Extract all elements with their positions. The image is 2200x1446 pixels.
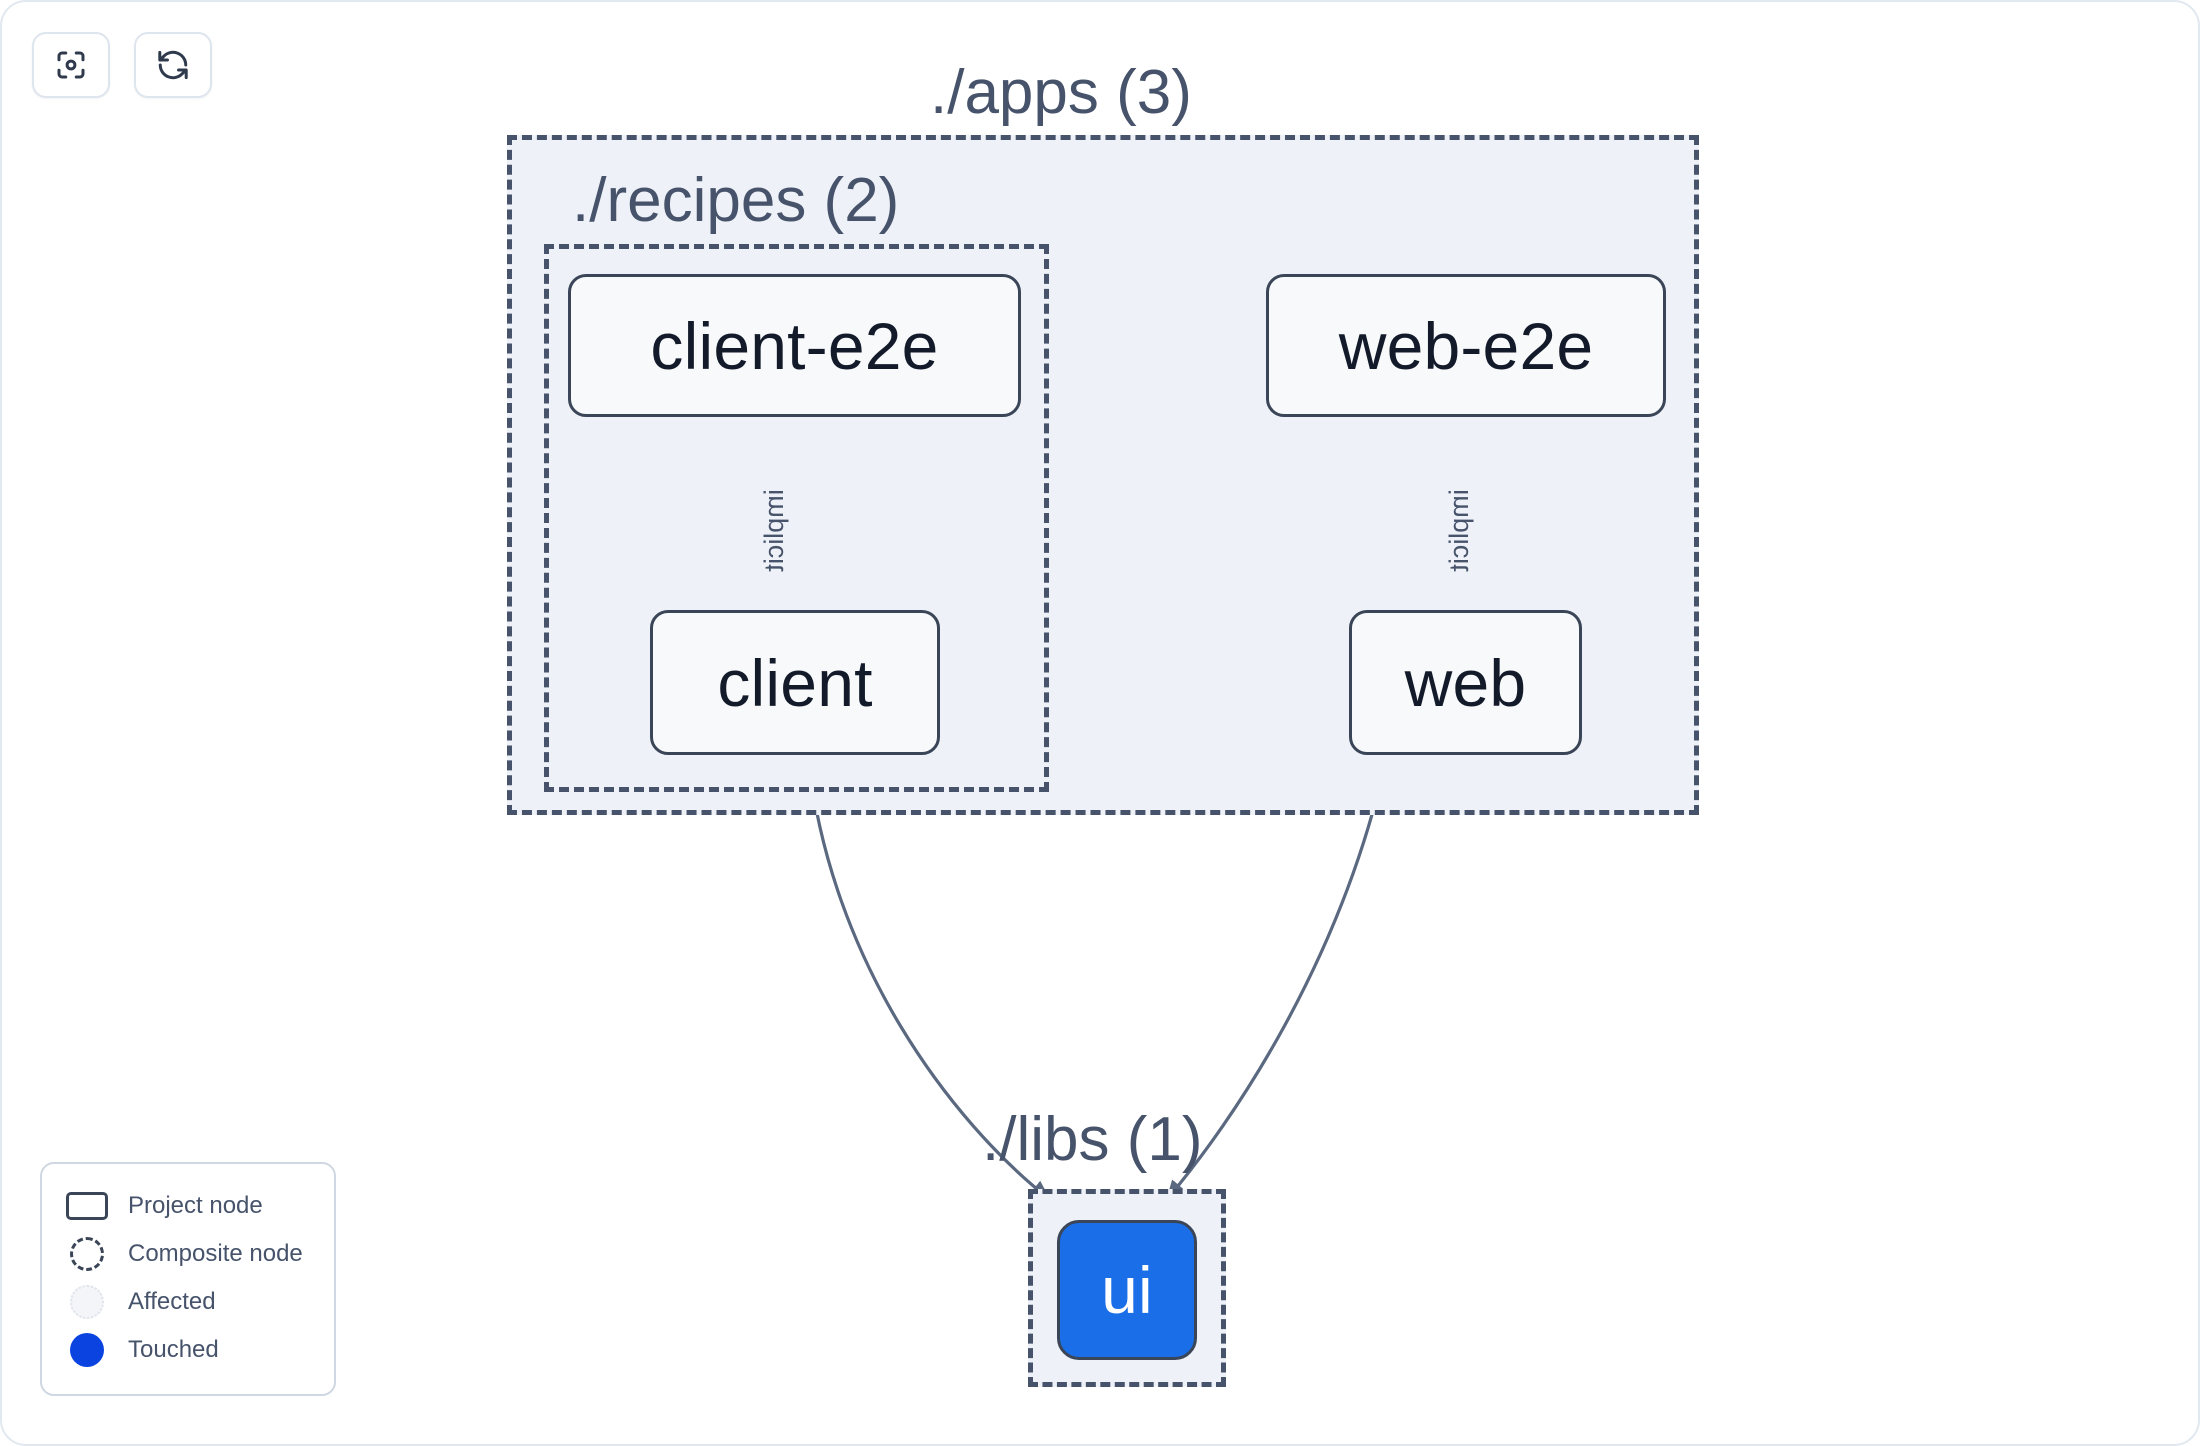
affected-swatch — [64, 1285, 110, 1319]
refresh-button[interactable] — [134, 32, 212, 98]
focus-target-button[interactable] — [32, 32, 110, 98]
legend-label-project-node: Project node — [128, 1192, 263, 1219]
legend-label-composite-node: Composite node — [128, 1240, 303, 1267]
legend-item-project-node: Project node — [64, 1182, 314, 1230]
graph-toolbar — [32, 32, 212, 98]
project-node-web-e2e[interactable]: web-e2e — [1266, 274, 1666, 417]
refresh-icon — [155, 47, 191, 83]
legend-item-affected: Affected — [64, 1278, 314, 1326]
edge-client-to-ui — [806, 754, 1051, 1200]
legend-label-touched: Touched — [128, 1336, 219, 1363]
edge-label-client-e2e-to-client: implicit — [758, 489, 789, 572]
project-node-client[interactable]: client — [650, 610, 940, 755]
touched-swatch — [64, 1333, 110, 1367]
edge-web-to-ui — [1166, 754, 1389, 1201]
project-node-web[interactable]: web — [1349, 610, 1582, 755]
project-node-ui[interactable]: ui — [1057, 1220, 1197, 1360]
legend-item-composite-node: Composite node — [64, 1230, 314, 1278]
project-node-swatch — [64, 1192, 110, 1220]
composite-node-swatch — [64, 1237, 110, 1271]
legend-label-affected: Affected — [128, 1288, 216, 1315]
group-label-apps: ./apps (3) — [930, 58, 1192, 127]
graph-legend: Project node Composite node Affected Tou… — [40, 1162, 336, 1396]
focus-target-icon — [53, 47, 89, 83]
legend-item-touched: Touched — [64, 1326, 314, 1374]
edge-label-web-e2e-to-web: implicit — [1443, 489, 1474, 572]
group-label-libs: ./libs (1) — [982, 1105, 1203, 1174]
project-node-client-e2e[interactable]: client-e2e — [568, 274, 1021, 417]
group-label-recipes: ./recipes (2) — [572, 166, 900, 235]
